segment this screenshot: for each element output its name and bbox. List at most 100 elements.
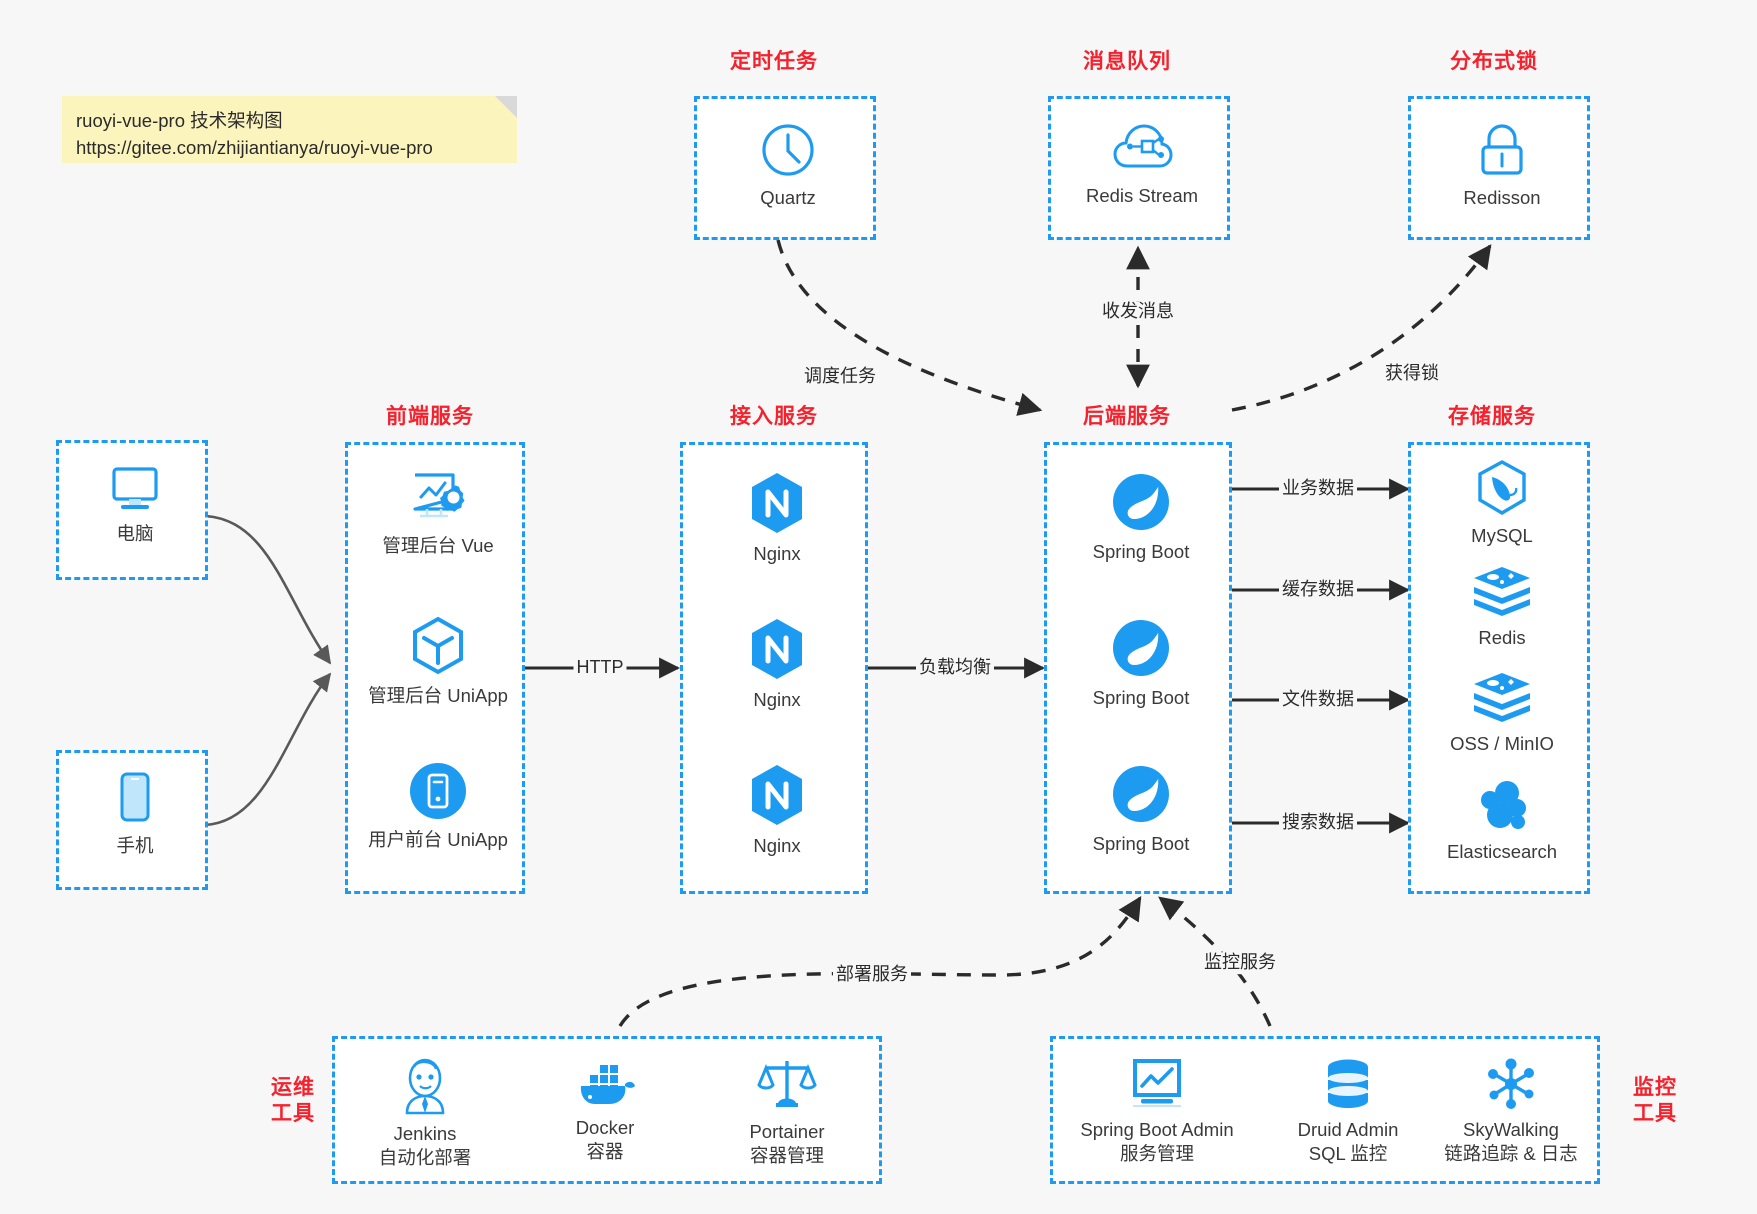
node-user-uniapp[interactable]: 用户前台 UniApp bbox=[348, 761, 528, 852]
edge-pc-to-frontend bbox=[204, 514, 332, 665]
node-oss-minio[interactable]: OSS / MinIO bbox=[1411, 671, 1593, 756]
node-label: Redis bbox=[1478, 627, 1526, 648]
node-label: SkyWalking bbox=[1463, 1119, 1559, 1140]
node-redis[interactable]: Redis bbox=[1411, 565, 1593, 650]
group-box-monitor[interactable]: Spring Boot Admin 服务管理 Druid Admin SQL 监… bbox=[1050, 1036, 1600, 1184]
node-jenkins[interactable]: Jenkins 自动化部署 bbox=[345, 1057, 505, 1169]
group-box-pc-client[interactable]: 电脑 bbox=[56, 440, 208, 580]
edge-label-search-data: 搜索数据 bbox=[1279, 812, 1357, 834]
jenkins-butler-icon bbox=[394, 1057, 456, 1115]
node-phone[interactable]: 手机 bbox=[59, 771, 211, 858]
node-sublabel: 自动化部署 bbox=[378, 1146, 472, 1168]
note-url: https://gitee.com/zhijiantianya/ruoyi-vu… bbox=[76, 137, 433, 159]
edge-label-business-data: 业务数据 bbox=[1279, 478, 1357, 500]
edge-label-http: HTTP bbox=[573, 657, 627, 679]
padlock-icon bbox=[1475, 121, 1529, 179]
group-box-storage[interactable]: MySQL Redis bbox=[1408, 442, 1590, 894]
node-label: Quartz bbox=[760, 187, 816, 208]
node-sublabel: SQL 监控 bbox=[1308, 1142, 1388, 1164]
edge-label-deploy-service: 部署服务 bbox=[833, 964, 911, 986]
node-sublabel: 容器 bbox=[586, 1140, 624, 1162]
monitor-title-line1: 监控 bbox=[1633, 1076, 1677, 1099]
node-skywalking[interactable]: SkyWalking 链路追踪 & 日志 bbox=[1421, 1057, 1601, 1165]
note-title: ruoyi-vue-pro 技术架构图 bbox=[76, 110, 283, 131]
node-label: Spring Boot bbox=[1092, 833, 1190, 854]
node-label: Jenkins bbox=[393, 1123, 457, 1144]
docker-whale-icon bbox=[573, 1057, 637, 1109]
node-spring-boot-2[interactable]: Spring Boot bbox=[1047, 617, 1235, 710]
sticky-note: ruoyi-vue-pro 技术架构图 https://gitee.com/zh… bbox=[62, 96, 517, 163]
node-druid-admin[interactable]: Druid Admin SQL 监控 bbox=[1253, 1057, 1443, 1165]
group-box-scheduler[interactable]: Quartz bbox=[694, 96, 876, 240]
spring-leaf-icon bbox=[1110, 471, 1172, 533]
edge-label-file-data: 文件数据 bbox=[1279, 689, 1357, 711]
node-nginx-2[interactable]: Nginx bbox=[683, 617, 871, 712]
node-label: 用户前台 UniApp bbox=[368, 829, 508, 850]
node-label: 手机 bbox=[116, 835, 154, 856]
node-spring-boot-admin[interactable]: Spring Boot Admin 服务管理 bbox=[1057, 1057, 1257, 1165]
node-label: Redisson bbox=[1463, 187, 1541, 208]
edge-acquire-lock bbox=[1231, 244, 1492, 412]
mysql-dolphin-icon bbox=[1474, 459, 1530, 517]
node-spring-boot-1[interactable]: Spring Boot bbox=[1047, 471, 1235, 564]
cloud-network-icon bbox=[1111, 121, 1173, 177]
node-mysql[interactable]: MySQL bbox=[1411, 459, 1593, 548]
node-label: Docker bbox=[575, 1117, 635, 1138]
nginx-icon bbox=[748, 617, 806, 681]
group-box-mq[interactable]: Redis Stream bbox=[1048, 96, 1230, 240]
group-box-devops[interactable]: Jenkins 自动化部署 Docker bbox=[332, 1036, 882, 1184]
node-quartz[interactable]: Quartz bbox=[697, 121, 879, 210]
dashboard-gear-icon bbox=[407, 469, 469, 527]
node-label: MySQL bbox=[1471, 525, 1533, 546]
node-pc[interactable]: 电脑 bbox=[59, 463, 211, 546]
node-sublabel: 链路追踪 & 日志 bbox=[1444, 1142, 1578, 1164]
node-label: Spring Boot bbox=[1092, 541, 1190, 562]
edge-label-monitor-service: 监控服务 bbox=[1201, 952, 1279, 974]
skywalking-node-icon bbox=[1482, 1057, 1540, 1111]
node-docker[interactable]: Docker 容器 bbox=[525, 1057, 685, 1163]
node-label: Spring Boot bbox=[1092, 687, 1190, 708]
node-label: 管理后台 Vue bbox=[382, 535, 494, 556]
redis-stack-icon bbox=[1471, 565, 1533, 619]
group-title-monitor: 监控 工具 bbox=[1620, 1075, 1690, 1126]
group-title-storage: 存储服务 bbox=[1448, 405, 1536, 428]
spring-leaf-icon bbox=[1110, 617, 1172, 679]
edge-phone-to-frontend bbox=[204, 672, 332, 827]
node-nginx-3[interactable]: Nginx bbox=[683, 763, 871, 858]
node-label: Druid Admin bbox=[1297, 1119, 1399, 1140]
node-portainer[interactable]: Portainer 容器管理 bbox=[707, 1057, 867, 1167]
edge-label-schedule-task: 调度任务 bbox=[801, 366, 879, 388]
scales-icon bbox=[756, 1057, 818, 1113]
node-redisson[interactable]: Redisson bbox=[1411, 121, 1593, 210]
group-box-backend[interactable]: Spring Boot Spring Boot Spring Boot bbox=[1044, 442, 1232, 894]
group-box-gateway[interactable]: Nginx Nginx Nginx bbox=[680, 442, 868, 894]
chart-monitor-icon bbox=[1127, 1057, 1187, 1111]
group-title-devops: 运维 工具 bbox=[258, 1075, 328, 1126]
node-label: Nginx bbox=[753, 835, 801, 856]
node-label: Redis Stream bbox=[1085, 185, 1199, 206]
mobile-circle-icon bbox=[408, 761, 468, 821]
group-title-lock: 分布式锁 bbox=[1450, 50, 1538, 73]
node-admin-vue[interactable]: 管理后台 Vue bbox=[348, 469, 528, 558]
edge-label-cache-data: 缓存数据 bbox=[1279, 579, 1357, 601]
node-label: 管理后台 UniApp bbox=[368, 685, 508, 706]
node-admin-uniapp[interactable]: 管理后台 UniApp bbox=[348, 615, 528, 708]
edge-label-load-balance: 负载均衡 bbox=[916, 657, 994, 679]
group-box-phone-client[interactable]: 手机 bbox=[56, 750, 208, 890]
group-box-lock[interactable]: Redisson bbox=[1408, 96, 1590, 240]
group-title-frontend: 前端服务 bbox=[386, 405, 474, 428]
node-sublabel: 容器管理 bbox=[749, 1144, 824, 1166]
group-title-backend: 后端服务 bbox=[1083, 405, 1171, 428]
node-label: Portainer bbox=[749, 1121, 825, 1142]
node-elasticsearch[interactable]: Elasticsearch bbox=[1411, 777, 1593, 864]
clock-icon bbox=[759, 121, 817, 179]
node-redis-stream[interactable]: Redis Stream bbox=[1051, 121, 1233, 208]
node-spring-boot-3[interactable]: Spring Boot bbox=[1047, 763, 1235, 856]
edge-label-send-receive-message: 收发消息 bbox=[1099, 301, 1177, 323]
edge-deploy-service bbox=[618, 895, 1142, 1027]
node-nginx-1[interactable]: Nginx bbox=[683, 471, 871, 566]
group-box-frontend[interactable]: 管理后台 Vue 管理后台 UniApp 用户前台 UniApp bbox=[345, 442, 525, 894]
nginx-icon bbox=[748, 471, 806, 535]
group-title-mq: 消息队列 bbox=[1083, 50, 1171, 73]
node-label: Nginx bbox=[753, 689, 801, 710]
